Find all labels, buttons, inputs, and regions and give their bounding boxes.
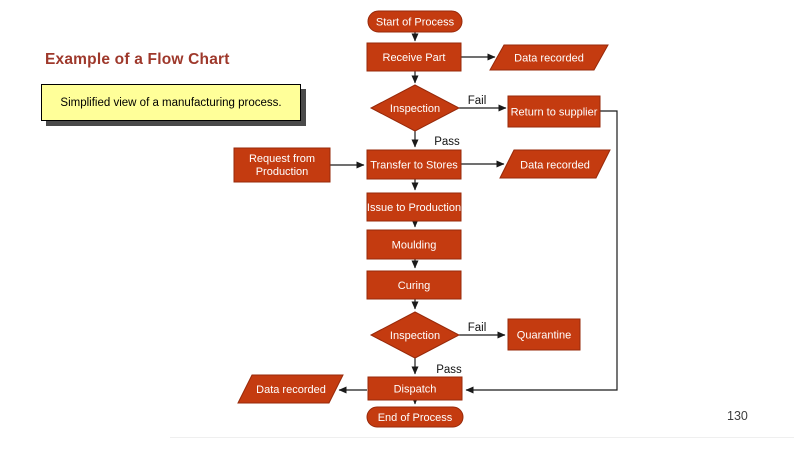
process-dispatch-label: Dispatch: [394, 384, 437, 396]
process-request-line1: Request from: [249, 153, 315, 165]
callout-note: Simplified view of a manufacturing proce…: [41, 84, 301, 121]
io-data-recorded-bottom-label: Data recorded: [256, 384, 326, 396]
terminator-start-label: Start of Process: [376, 17, 455, 29]
process-receive-part-label: Receive Part: [383, 52, 446, 64]
process-quarantine: [507, 318, 581, 351]
slide-title: Example of a Flow Chart: [45, 51, 230, 68]
process-return-to-supplier: [507, 95, 601, 128]
edge-label-pass-2: Pass: [436, 364, 462, 376]
process-quarantine-label: Quarantine: [517, 330, 571, 342]
decision-inspection-1: [369, 84, 461, 132]
decision-inspection-2-label: Inspection: [390, 330, 440, 342]
process-transfer-to-stores-label: Transfer to Stores: [370, 160, 458, 172]
process-dispatch: [367, 376, 463, 401]
process-return-to-supplier-label: Return to supplier: [511, 107, 598, 119]
process-transfer-to-stores: [366, 149, 462, 180]
connector-return-to-dispatch: [465, 110, 618, 394]
process-moulding-label: Moulding: [392, 240, 437, 252]
process-request-from-production: [233, 147, 331, 183]
process-curing: [366, 270, 462, 300]
edge-label-fail-2: Fail: [468, 322, 487, 334]
process-moulding: [366, 229, 462, 260]
terminator-start: [367, 10, 463, 33]
io-data-recorded-top: [489, 44, 609, 71]
io-data-recorded-mid-label: Data recorded: [520, 160, 590, 172]
process-issue-to-production-label: Issue to Production: [367, 202, 461, 214]
process-request-line2: Production: [256, 166, 309, 178]
edge-label-fail-1: Fail: [468, 95, 487, 107]
terminator-end-label: End of Process: [378, 412, 453, 424]
page-number: 130: [727, 409, 748, 423]
slide-bottom-rule: [170, 437, 794, 438]
io-data-recorded-mid: [499, 149, 611, 179]
callout-text: Simplified view of a manufacturing proce…: [60, 96, 282, 109]
process-issue-to-production: [366, 192, 462, 222]
terminator-end: [366, 406, 464, 428]
io-data-recorded-top-label: Data recorded: [514, 53, 584, 65]
decision-inspection-2: [369, 311, 461, 359]
io-data-recorded-bottom: [237, 374, 344, 404]
process-curing-label: Curing: [398, 280, 430, 292]
edge-label-pass-1: Pass: [434, 136, 460, 148]
decision-inspection-1-label: Inspection: [390, 103, 440, 115]
process-receive-part: [366, 42, 462, 72]
